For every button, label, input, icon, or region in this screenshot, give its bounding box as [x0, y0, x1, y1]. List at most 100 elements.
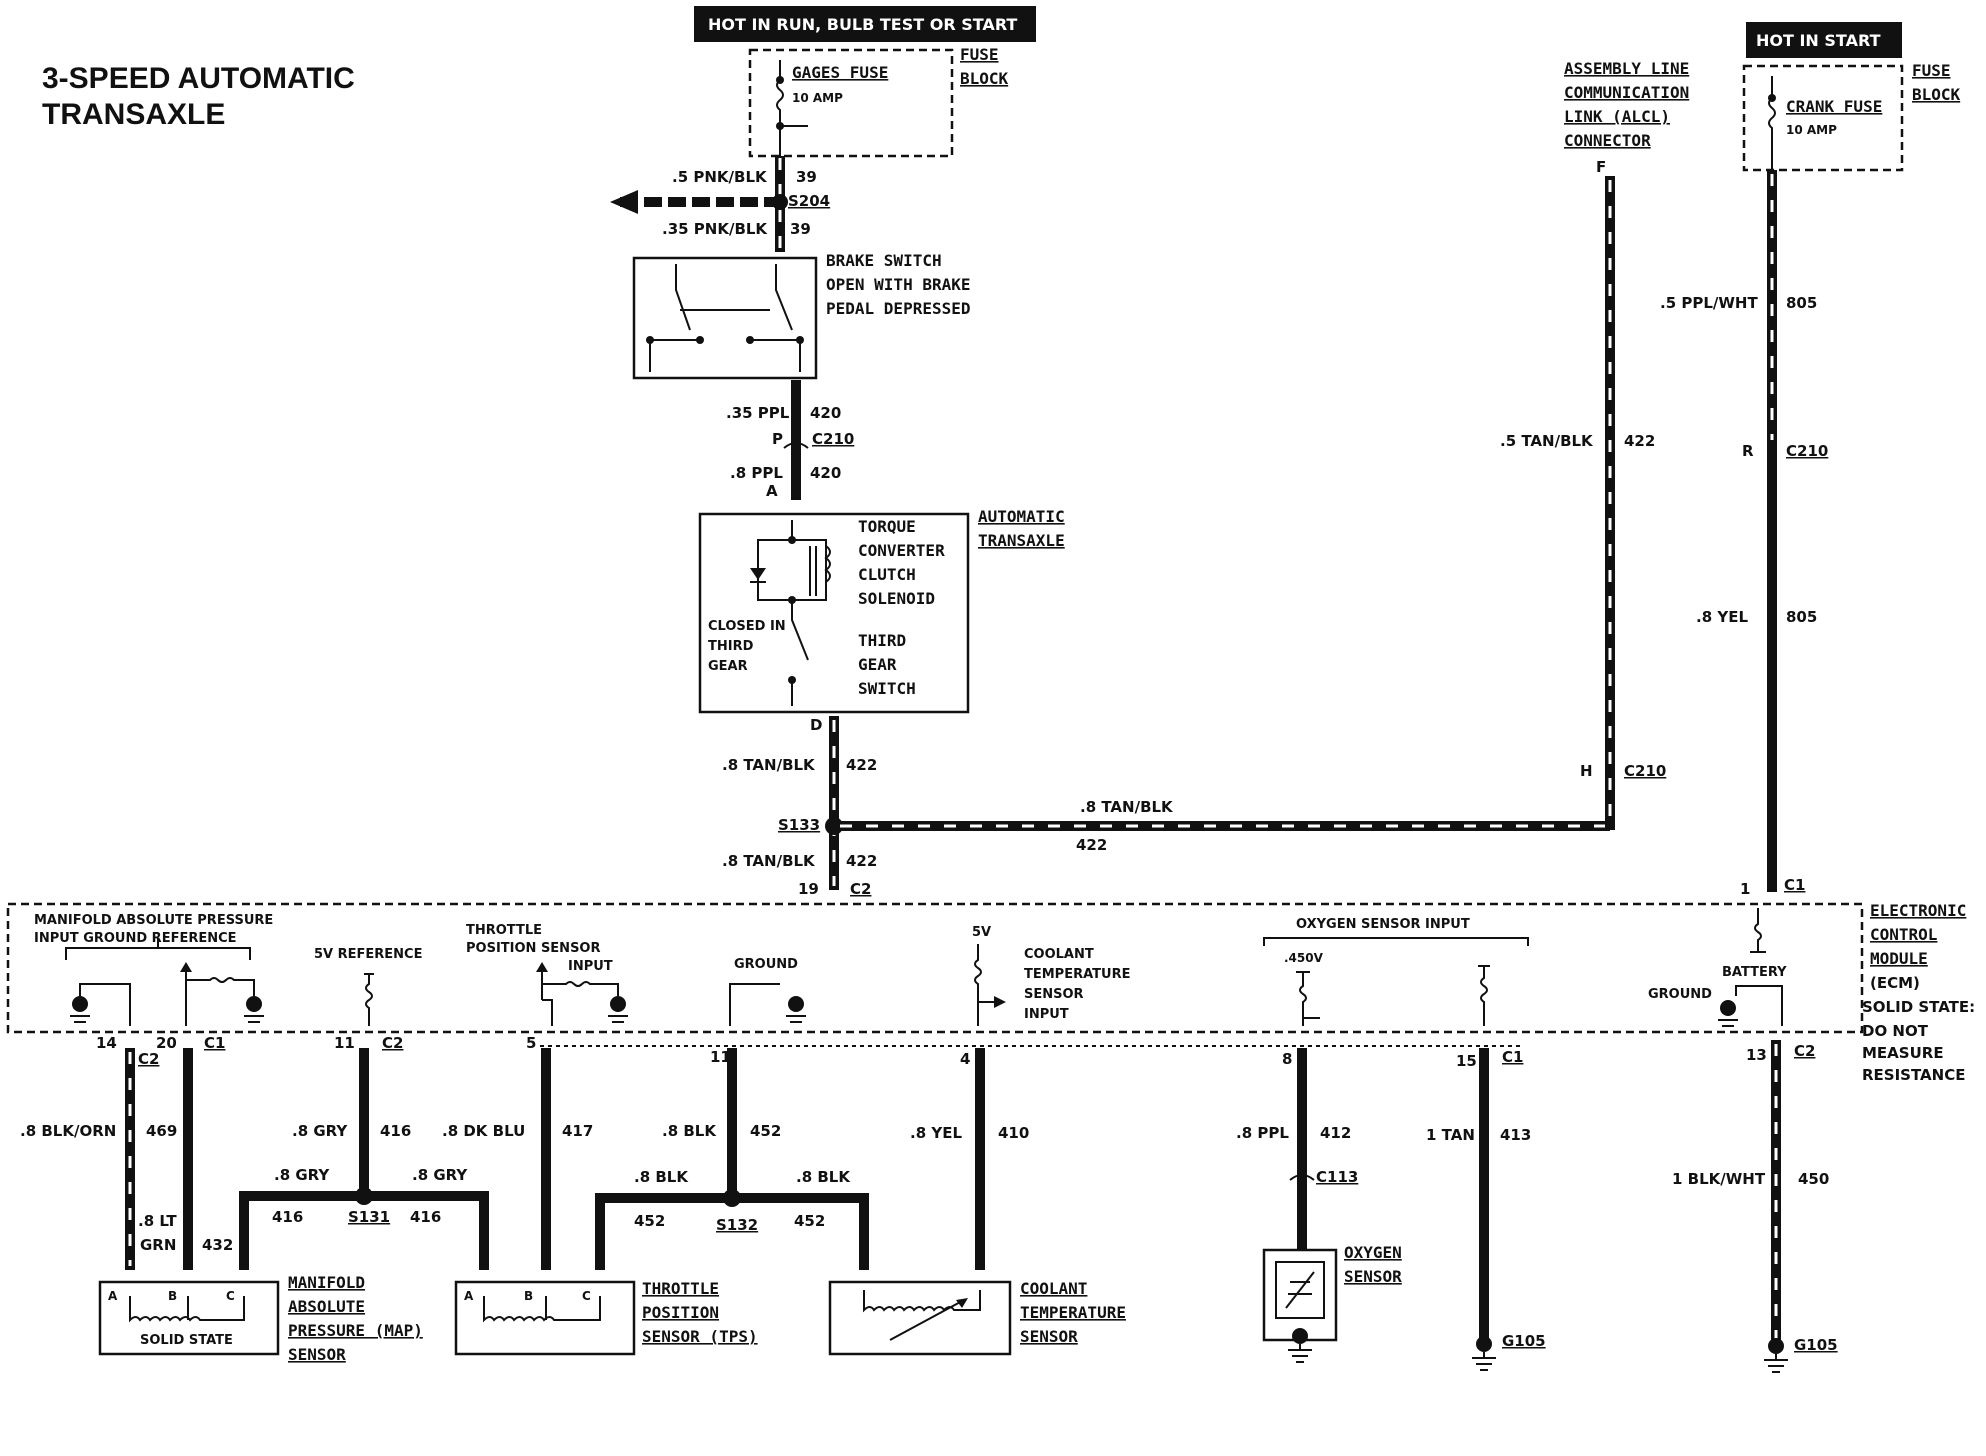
svg-text:GAGES FUSE: GAGES FUSE [792, 63, 888, 82]
svg-text:SENSOR (TPS): SENSOR (TPS) [642, 1327, 758, 1346]
svg-text:POSITION SENSOR: POSITION SENSOR [466, 941, 601, 956]
svg-text:THROTTLE: THROTTLE [642, 1279, 719, 1298]
svg-text:.5 TAN/BLK: .5 TAN/BLK [1500, 432, 1594, 450]
svg-text:3-SPEED AUTOMATIC: 3-SPEED AUTOMATIC [42, 62, 355, 95]
svg-text:S204: S204 [788, 192, 830, 210]
svg-text:(ECM): (ECM) [1870, 974, 1920, 992]
svg-text:GROUND: GROUND [1648, 987, 1712, 1002]
coolant-temperature-sensor: COOLANT TEMPERATURE SENSOR [828, 1279, 1126, 1356]
svg-text:450: 450 [1798, 1170, 1829, 1188]
svg-text:CONNECTOR: CONNECTOR [1564, 131, 1651, 150]
svg-text:COOLANT: COOLANT [1020, 1279, 1087, 1298]
svg-text:.8 GRY: .8 GRY [412, 1166, 468, 1184]
svg-text:410: 410 [998, 1124, 1029, 1142]
svg-text:LINK (ALCL): LINK (ALCL) [1564, 107, 1670, 126]
svg-text:AUTOMATIC: AUTOMATIC [978, 507, 1065, 526]
svg-text:G105: G105 [1794, 1336, 1838, 1354]
svg-text:P: P [772, 430, 783, 448]
svg-text:POSITION: POSITION [642, 1303, 719, 1322]
svg-text:COOLANT: COOLANT [1024, 947, 1094, 962]
svg-text:C1: C1 [1784, 876, 1805, 894]
svg-text:.8 BLK/ORN: .8 BLK/ORN [20, 1122, 116, 1140]
svg-text:11: 11 [334, 1034, 355, 1052]
svg-text:D: D [810, 716, 822, 734]
svg-text:C113: C113 [1316, 1168, 1358, 1186]
svg-text:A: A [108, 1289, 118, 1303]
alcl-connector-label: ASSEMBLY LINE COMMUNICATION LINK (ALCL) … [1564, 59, 1689, 176]
svg-text:.35 PNK/BLK: .35 PNK/BLK [662, 220, 768, 238]
svg-text:SWITCH: SWITCH [858, 679, 916, 698]
svg-text:INPUT GROUND REFERENCE: INPUT GROUND REFERENCE [34, 931, 237, 946]
svg-text:.8 PPL: .8 PPL [1236, 1124, 1289, 1142]
svg-text:BLOCK: BLOCK [960, 69, 1009, 88]
circuit-805-wire: .5 PPL/WHT 805 R C210 .8 YEL 805 1 C1 [1660, 170, 1828, 898]
svg-text:417: 417 [562, 1122, 593, 1140]
svg-text:CRANK FUSE: CRANK FUSE [1786, 97, 1882, 116]
fuse-block-right: CRANK FUSE 10 AMP FUSE BLOCK [1742, 61, 1961, 172]
circuit-420-wire: .35 PPL 420 P C210 .8 PPL 420 A [726, 380, 854, 500]
svg-text:452: 452 [634, 1212, 665, 1230]
svg-text:10 AMP: 10 AMP [792, 91, 843, 105]
svg-text:S133: S133 [778, 816, 820, 834]
svg-text:TEMPERATURE: TEMPERATURE [1020, 1303, 1126, 1322]
svg-text:805: 805 [1786, 294, 1817, 312]
svg-text:CONTROL: CONTROL [1870, 925, 1937, 944]
svg-text:TRANSAXLE: TRANSAXLE [978, 531, 1065, 550]
svg-text:HOT IN START: HOT IN START [1756, 31, 1881, 50]
svg-text:CLUTCH: CLUTCH [858, 565, 916, 584]
svg-text:THIRD: THIRD [708, 639, 754, 654]
svg-text:TEMPERATURE: TEMPERATURE [1024, 967, 1130, 982]
svg-text:432: 432 [202, 1236, 233, 1254]
svg-text:.8 TAN/BLK: .8 TAN/BLK [722, 756, 816, 774]
svg-text:CONVERTER: CONVERTER [858, 541, 945, 560]
svg-text:1 BLK/WHT: 1 BLK/WHT [1672, 1170, 1766, 1188]
svg-text:420: 420 [810, 464, 841, 482]
svg-text:C210: C210 [812, 430, 854, 448]
svg-text:805: 805 [1786, 608, 1817, 626]
svg-text:INPUT: INPUT [568, 959, 613, 974]
svg-text:SOLID STATE:: SOLID STATE: [1862, 998, 1975, 1016]
svg-text:GROUND: GROUND [734, 957, 798, 972]
svg-text:SENSOR: SENSOR [288, 1345, 346, 1364]
svg-text:422: 422 [846, 756, 877, 774]
hot-run-banner: HOT IN RUN, BULB TEST OR START [694, 6, 1036, 42]
svg-text:15: 15 [1456, 1052, 1477, 1070]
svg-text:ASSEMBLY LINE: ASSEMBLY LINE [1564, 59, 1689, 78]
svg-text:.35 PPL: .35 PPL [726, 404, 790, 422]
ecm-module: ELECTRONIC CONTROL MODULE (ECM) SOLID ST… [6, 901, 1975, 1084]
svg-text:OXYGEN SENSOR INPUT: OXYGEN SENSOR INPUT [1296, 917, 1470, 932]
map-sensor: A B C SOLID STATE MANIFOLD ABSOLUTE PRES… [98, 1273, 423, 1364]
svg-text:.5 PPL/WHT: .5 PPL/WHT [1660, 294, 1758, 312]
svg-text:C: C [582, 1289, 591, 1303]
svg-text:FUSE: FUSE [1912, 61, 1951, 80]
svg-text:.8 GRY: .8 GRY [292, 1122, 348, 1140]
automatic-transaxle: TORQUE CONVERTER CLUTCH SOLENOID CLOSED … [698, 507, 1065, 714]
svg-text:5: 5 [526, 1034, 536, 1052]
svg-text:10 AMP: 10 AMP [1786, 123, 1837, 137]
svg-text:8: 8 [1282, 1050, 1292, 1068]
svg-text:PRESSURE (MAP): PRESSURE (MAP) [288, 1321, 423, 1340]
svg-text:BLOCK: BLOCK [1912, 85, 1961, 104]
svg-text:PEDAL DEPRESSED: PEDAL DEPRESSED [826, 299, 971, 318]
svg-text:4: 4 [960, 1050, 970, 1068]
svg-text:5V: 5V [972, 925, 991, 940]
svg-text:422: 422 [1076, 836, 1107, 854]
svg-text:.8 LT: .8 LT [138, 1212, 177, 1230]
svg-text:OPEN WITH BRAKE: OPEN WITH BRAKE [826, 275, 971, 294]
svg-text:14: 14 [96, 1034, 117, 1052]
svg-text:422: 422 [846, 852, 877, 870]
svg-text:.8 YEL: .8 YEL [1696, 608, 1748, 626]
svg-text:452: 452 [750, 1122, 781, 1140]
svg-text:DO NOT: DO NOT [1862, 1022, 1929, 1040]
svg-text:GRN: GRN [140, 1236, 176, 1254]
svg-text:469: 469 [146, 1122, 177, 1140]
svg-text:20: 20 [156, 1034, 177, 1052]
svg-text:ELECTRONIC: ELECTRONIC [1870, 901, 1966, 920]
svg-text:13: 13 [1746, 1046, 1767, 1064]
svg-text:413: 413 [1500, 1126, 1531, 1144]
svg-text:SENSOR: SENSOR [1344, 1267, 1402, 1286]
svg-text:C210: C210 [1624, 762, 1666, 780]
diagram-title: 3-SPEED AUTOMATIC TRANSAXLE [42, 62, 355, 131]
svg-text:CLOSED IN: CLOSED IN [708, 619, 786, 634]
